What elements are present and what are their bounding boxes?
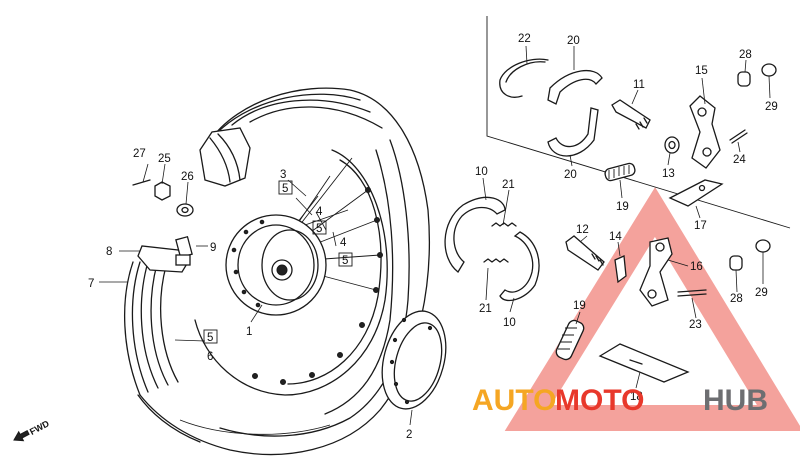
part-label-10a: 10 <box>475 166 488 178</box>
part-label-17: 17 <box>694 220 707 232</box>
hub-assembly <box>225 214 327 316</box>
spring-19-upper <box>604 162 636 182</box>
label-box-5a <box>278 180 293 195</box>
part-label-28a: 28 <box>739 49 752 61</box>
watermark-part3: HUB <box>703 384 768 417</box>
lever-16 <box>639 237 673 307</box>
part-label-5d: 5 <box>207 332 213 344</box>
caps-28-29-lower <box>729 239 771 271</box>
lever-14 <box>614 255 627 284</box>
part-label-10b: 10 <box>503 317 516 329</box>
inset-shoe-lower <box>547 107 599 157</box>
part-label-29b: 29 <box>755 287 768 299</box>
part-label-25: 25 <box>158 153 171 165</box>
watermark-triangle <box>504 187 800 431</box>
part-label-4a: 4 <box>316 206 323 218</box>
fwd-label: FWD <box>28 418 51 437</box>
part-label-22: 22 <box>518 33 531 45</box>
watermark-logo: AUTO MOTO HUB <box>472 384 768 417</box>
leader-lines <box>99 45 771 426</box>
caps-28-29-upper <box>737 63 777 87</box>
plate-17 <box>668 179 724 207</box>
part-label-12: 12 <box>576 224 589 236</box>
part-label-18: 18 <box>630 391 643 403</box>
fwd-arrow: FWD <box>13 418 51 442</box>
part-label-23: 23 <box>689 319 702 331</box>
watermark-part1: AUTO <box>472 384 556 417</box>
part-label-3: 3 <box>280 169 286 181</box>
valve-cap-parts <box>132 179 194 217</box>
label-box-5c <box>338 252 353 267</box>
part-label-26: 26 <box>181 171 194 183</box>
cam-shaft-11 <box>611 99 651 130</box>
spring-19-lower <box>555 319 585 361</box>
plate-18 <box>598 343 690 383</box>
indicator-13 <box>664 136 680 154</box>
watermark-part2: MOTO <box>555 384 644 417</box>
label-box-5b <box>312 220 327 235</box>
tire <box>123 87 430 456</box>
part-label-21b: 21 <box>479 303 492 315</box>
part-label-5c: 5 <box>342 255 348 267</box>
part-label-27: 27 <box>133 148 146 160</box>
brake-springs <box>483 222 517 263</box>
part-label-14: 14 <box>609 231 622 243</box>
brake-shoe-left <box>444 196 506 273</box>
label-box-5d <box>203 329 218 344</box>
part-label-28b: 28 <box>730 293 743 305</box>
brake-plate <box>381 310 447 410</box>
part-label-2: 2 <box>406 429 412 441</box>
part-label-4b: 4 <box>340 237 347 249</box>
part-label-5a: 5 <box>282 183 288 195</box>
bolt-23 <box>677 289 707 297</box>
part-label-5b: 5 <box>316 223 322 235</box>
bolt-24 <box>729 129 748 144</box>
part-label-24: 24 <box>733 154 746 166</box>
part-label-7: 7 <box>88 278 94 290</box>
part-label-16: 16 <box>690 261 703 273</box>
cam-shaft-12 <box>565 235 605 271</box>
part-label-13: 13 <box>662 168 675 180</box>
part-label-19b: 19 <box>573 300 586 312</box>
part-label-15: 15 <box>695 65 708 77</box>
cam-lever-15 <box>689 95 721 169</box>
valve-stem <box>175 235 193 266</box>
part-label-29a: 29 <box>765 101 778 113</box>
part-label-20a: 20 <box>567 35 580 47</box>
part-label-1: 1 <box>246 326 252 338</box>
part-label-21a: 21 <box>502 179 515 191</box>
part-label-20b: 20 <box>564 169 577 181</box>
brake-shoe-right <box>499 231 540 302</box>
part-label-11: 11 <box>633 79 645 91</box>
part-label-9: 9 <box>210 242 216 254</box>
inset-spring-ring <box>499 58 549 98</box>
inset-shoe-upper <box>547 69 603 105</box>
part-label-8: 8 <box>106 246 112 258</box>
part-label-6: 6 <box>207 351 213 363</box>
part-label-19a: 19 <box>616 201 629 213</box>
